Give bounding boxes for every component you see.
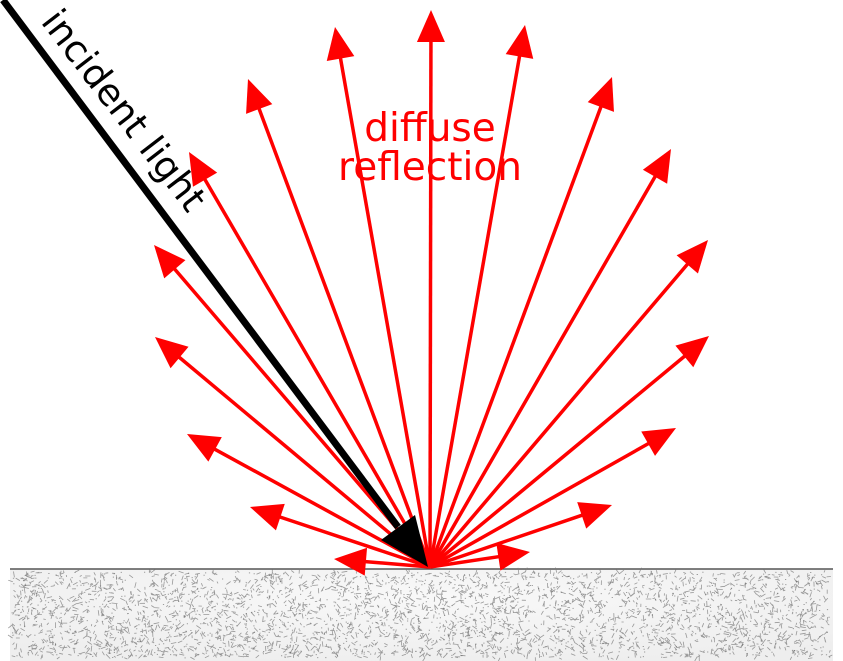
reflected-ray-1 — [363, 559, 431, 569]
speckle-dots — [12, 571, 831, 659]
reflected-ray-arrowhead-8 — [326, 27, 355, 61]
reflected-ray-arrowhead-10 — [505, 25, 534, 59]
reflected-ray-4 — [176, 354, 432, 569]
reflected-ray-arrowhead-12 — [642, 149, 671, 184]
reflected-ray-11 — [428, 104, 604, 568]
reflected-ray-13 — [428, 261, 690, 569]
reflected-ray-arrowhead-11 — [587, 77, 614, 112]
reflected-ray-7 — [256, 106, 432, 568]
reflected-ray-arrowhead-4 — [155, 337, 189, 369]
reflected-ray-15 — [429, 441, 651, 569]
reflected-ray-arrowhead-17 — [496, 542, 530, 571]
reflected-ray-arrowhead-2 — [250, 503, 285, 531]
speckle-strokes — [7, 567, 833, 661]
reflected-ray-14 — [428, 353, 688, 569]
reflected-ray-2 — [277, 514, 431, 569]
reflected-ray-arrowhead-7 — [246, 79, 273, 114]
reflected-ray-9 — [428, 39, 433, 568]
reflected-ray-arrowhead-9 — [416, 10, 445, 43]
diffuse-label-line1: diffuse — [364, 106, 496, 151]
reflected-ray-12 — [428, 174, 658, 568]
reflected-ray-10 — [428, 54, 522, 568]
reflected-ray-arrowhead-13 — [676, 240, 708, 274]
reflected-ray-arrowhead-6 — [189, 152, 218, 187]
reflected-ray-arrowhead-3 — [187, 434, 222, 462]
diffuse-label-line2: reflection — [338, 145, 522, 190]
reflected-ray-arrowhead-1 — [334, 547, 368, 576]
reflected-ray-17 — [429, 554, 501, 569]
incident-ray-arrowhead — [381, 515, 428, 567]
reflected-ray-arrowhead-14 — [675, 336, 709, 368]
reflected-ray-8 — [338, 56, 432, 568]
reflected-ray-arrowhead-5 — [154, 245, 186, 279]
reflected-ray-6 — [202, 177, 432, 568]
rough-surface — [7, 567, 833, 661]
reflected-ray-arrowhead-16 — [577, 502, 612, 529]
incident-light-label: incident light — [33, 1, 215, 219]
reflected-ray-16 — [429, 513, 585, 569]
surface-speckles — [7, 567, 833, 661]
reflected-ray-arrowhead-15 — [641, 428, 676, 456]
incident-ray-shaft — [0, 0, 401, 530]
incident-ray — [0, 0, 428, 567]
reflected-rays — [154, 10, 709, 576]
